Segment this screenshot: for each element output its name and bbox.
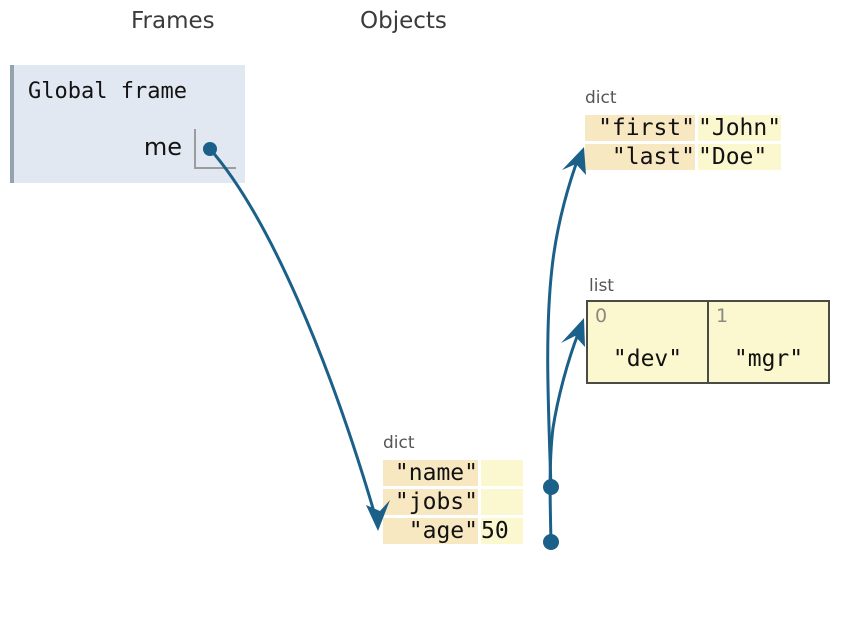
object-type-label: dict [383, 433, 415, 453]
dict-value-cell-pointer [481, 460, 523, 486]
object-type-label: dict [585, 88, 617, 108]
dict-value-cell: "Doe" [698, 144, 782, 170]
object-type-label: list [589, 276, 614, 296]
heap-object-dict-person: dict "first" "John" "last" "Doe" [582, 88, 784, 173]
list-item: 0 "dev" [588, 302, 707, 382]
pointer-dot-name [543, 479, 559, 495]
list-index-label: 0 [595, 305, 608, 327]
pointer-arrow-me-to-dict-me [208, 148, 379, 523]
frame-variable-name-me: me [143, 133, 182, 161]
dict-value-cell: "John" [698, 115, 782, 141]
table-row: "name" [383, 460, 523, 486]
dict-value-cell-pointer [481, 489, 523, 515]
dict-key-cell: "age" [383, 518, 478, 544]
global-frame: Global frame me [10, 65, 245, 183]
list-index-label: 1 [716, 305, 729, 327]
dict-key-cell: "first" [585, 115, 695, 141]
list-item-value: "mgr" [733, 346, 804, 372]
pointer-dot-jobs [543, 534, 559, 550]
pointer-bracket-icon [194, 129, 236, 169]
table-row: "first" "John" [585, 115, 782, 141]
frames-column-heading: Frames [131, 8, 215, 34]
table-row: "age" 50 [383, 518, 523, 544]
pointer-arrow-name-to-dict-person [546, 155, 581, 488]
table-row: "jobs" [383, 489, 523, 515]
objects-column-heading: Objects [360, 8, 447, 34]
dict-me-table: "name" "jobs" "age" 50 [380, 457, 526, 547]
dict-person-table: "first" "John" "last" "Doe" [582, 112, 784, 173]
frame-variable-row-me: me [14, 127, 245, 175]
dict-key-cell: "last" [585, 144, 695, 170]
list-item-value: "dev" [612, 346, 683, 372]
dict-value-cell: 50 [481, 518, 523, 544]
pointer-arrow-jobs-to-list [548, 333, 580, 543]
list-item: 1 "mgr" [707, 302, 828, 382]
heap-object-list-jobs: list 0 "dev" 1 "mgr" [586, 276, 830, 384]
table-row: "last" "Doe" [585, 144, 782, 170]
dict-key-cell: "jobs" [383, 489, 478, 515]
global-frame-title: Global frame [28, 79, 187, 104]
pointer-arrowhead-jobs-to-list [561, 318, 585, 347]
dict-key-cell: "name" [383, 460, 478, 486]
heap-object-dict-me: dict "name" "jobs" "age" 50 [380, 433, 526, 547]
